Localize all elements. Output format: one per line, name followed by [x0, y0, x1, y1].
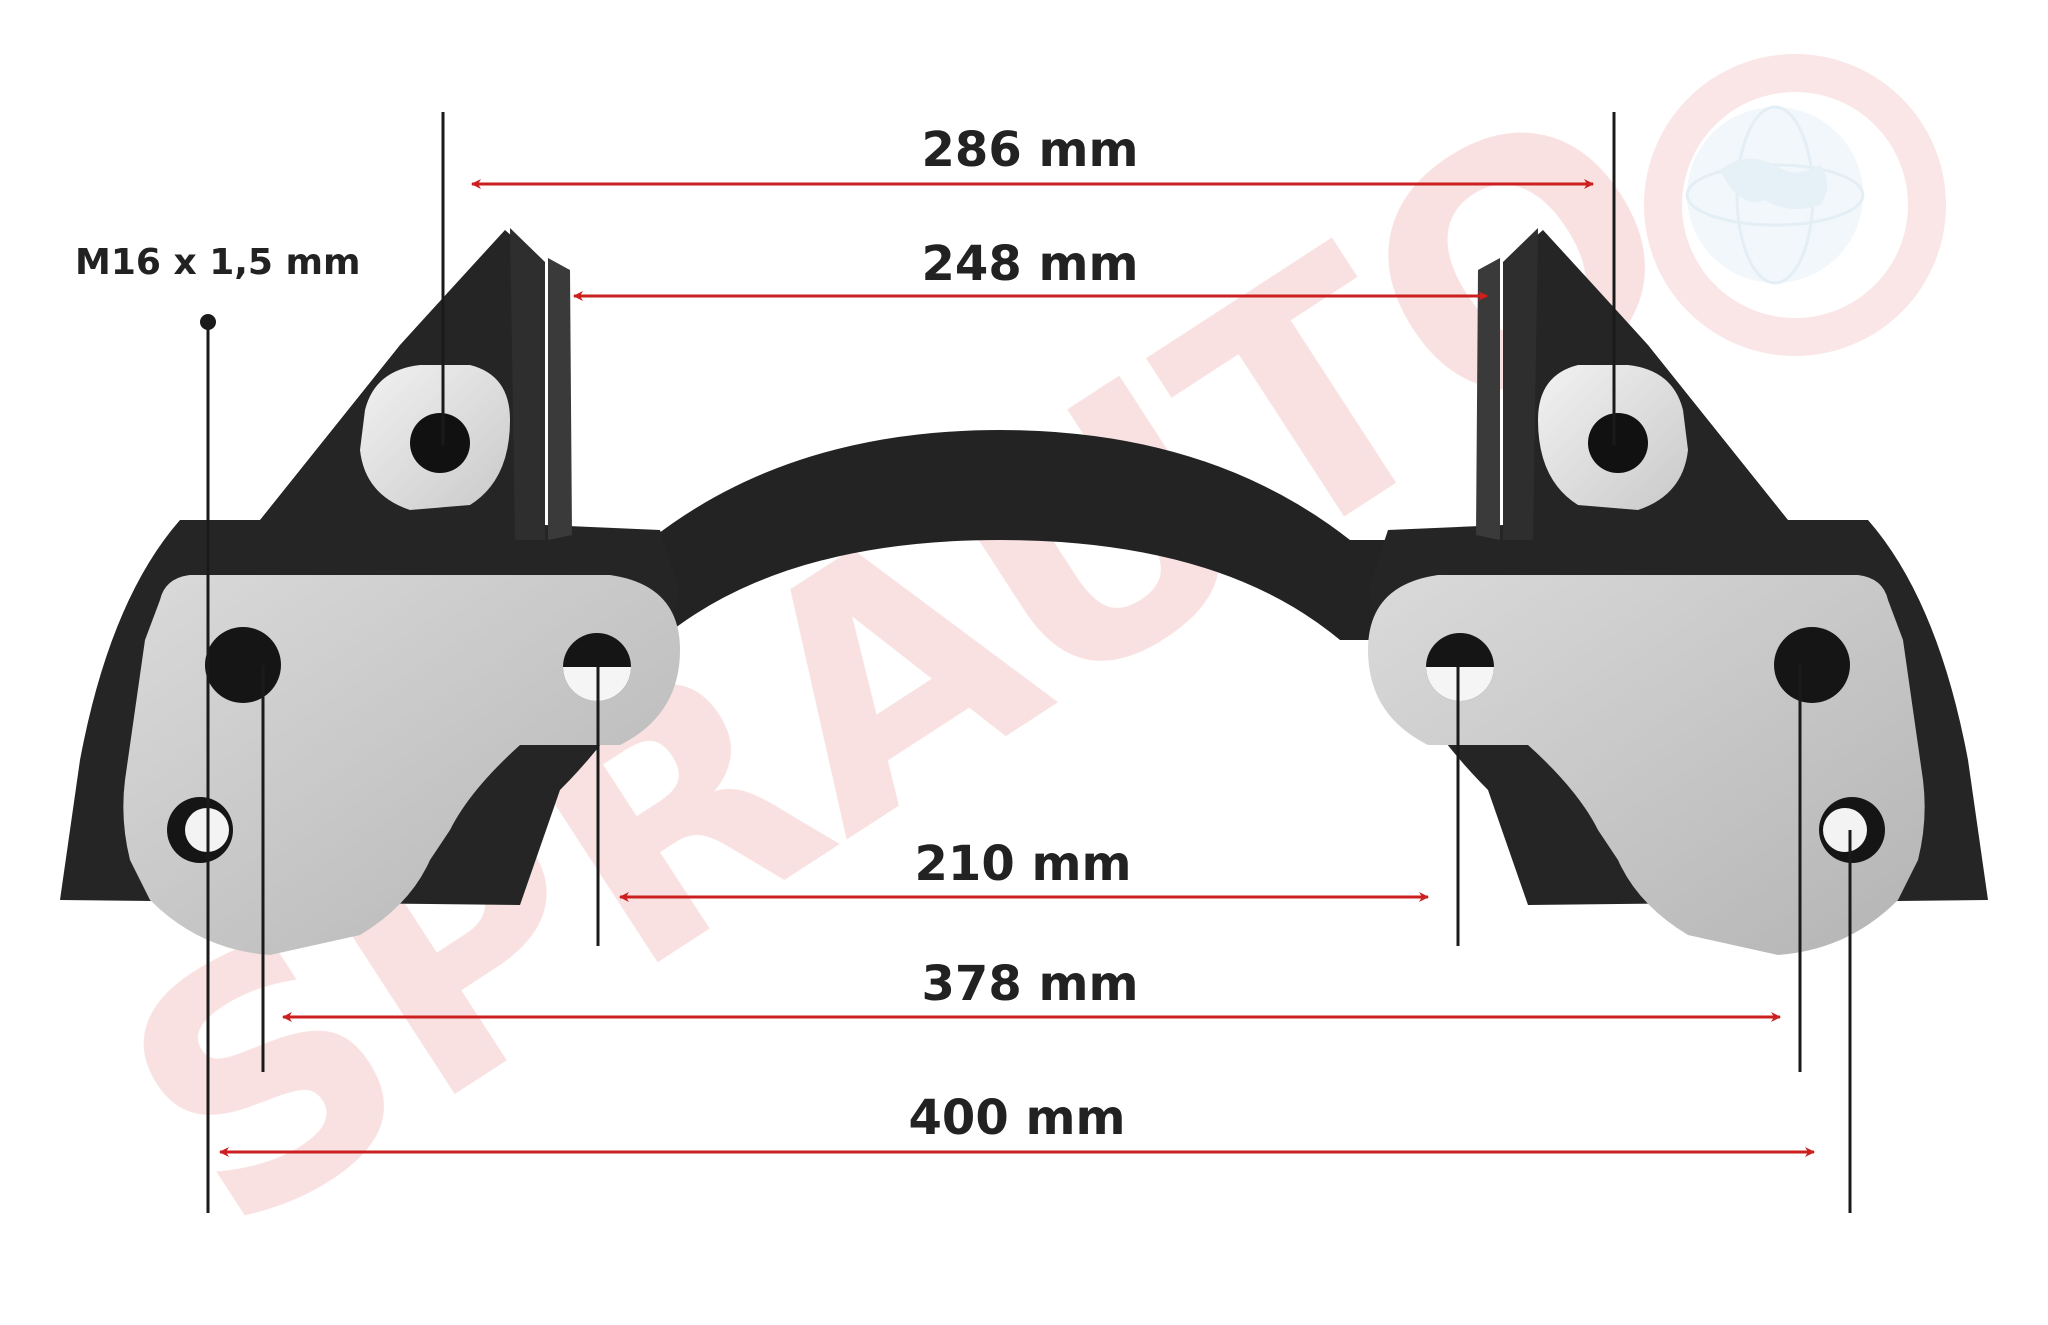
left-abutment-inner	[548, 258, 572, 540]
right-plate	[1368, 575, 1925, 955]
globe-logo-icon	[1685, 105, 1865, 285]
dimension-label-286: 286 mm	[922, 122, 1139, 178]
watermark-ring	[1644, 54, 1946, 356]
left-outer-hole	[205, 627, 281, 703]
dimension-labels: 286 mm 248 mm 210 mm 378 mm 400 mm	[909, 122, 1139, 1146]
right-outer-hole	[1774, 627, 1850, 703]
dimension-arrows	[219, 179, 1815, 1157]
leader-lines	[206, 112, 1852, 1213]
dimension-label-210: 210 mm	[915, 836, 1132, 892]
right-abutment-inner	[1476, 258, 1500, 540]
dimension-label-378: 378 mm	[922, 956, 1139, 1012]
dimension-label-400: 400 mm	[909, 1090, 1126, 1146]
right-abutment	[1503, 228, 1538, 540]
left-upper-hole	[410, 413, 470, 473]
thread-callout-dot	[200, 314, 216, 330]
center-arch	[600, 430, 1400, 640]
left-abutment	[510, 228, 545, 540]
right-upper-hole	[1588, 413, 1648, 473]
thread-size-label: M16 x 1,5 mm	[75, 242, 361, 283]
dimension-label-248: 248 mm	[922, 236, 1139, 292]
